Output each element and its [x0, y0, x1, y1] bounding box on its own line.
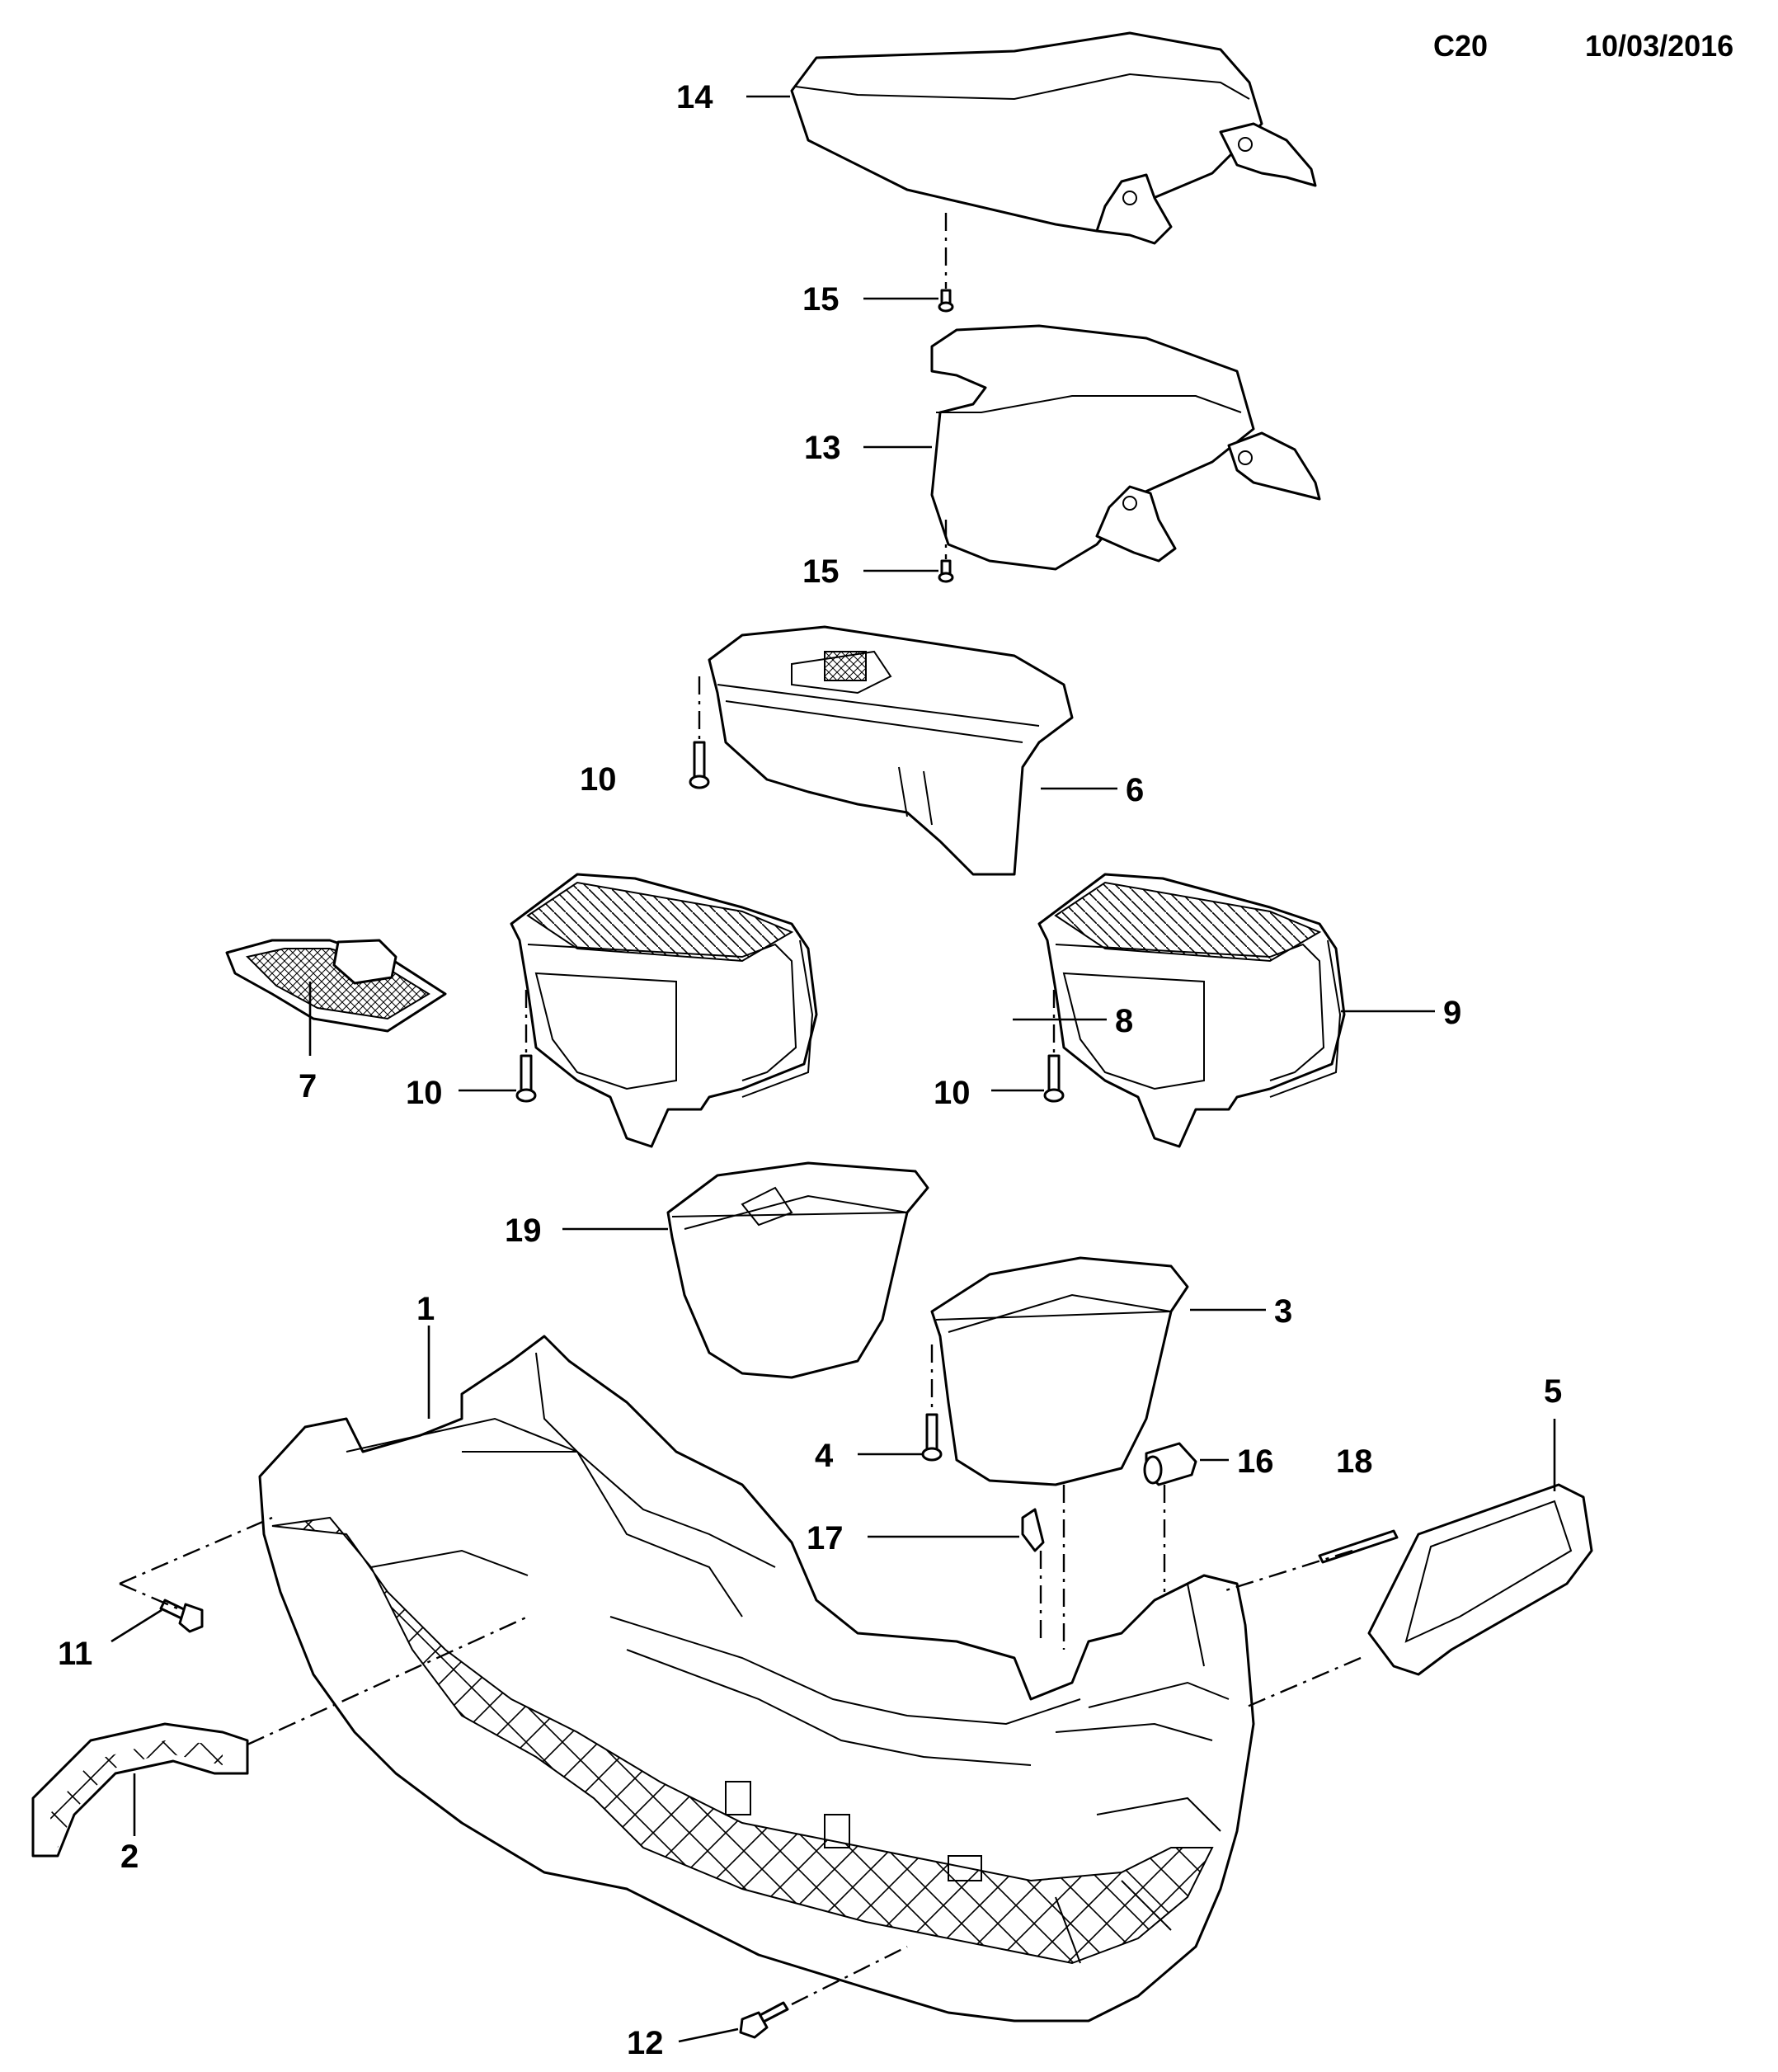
- part-10-screw-right: [1043, 1054, 1065, 1103]
- callout-18: 18: [1336, 1443, 1373, 1480]
- callout-10-tray: 10: [580, 761, 617, 798]
- part-12-screw: [739, 2001, 789, 2039]
- callout-17: 17: [807, 1520, 844, 1556]
- callout-16: 16: [1237, 1443, 1274, 1480]
- part-9-compartment: [1037, 873, 1346, 1148]
- callout-2: 2: [120, 1839, 139, 1875]
- callout-13: 13: [804, 430, 841, 466]
- callout-6: 6: [1126, 772, 1144, 808]
- callout-12: 12: [627, 2025, 664, 2061]
- part-16-bushing: [1143, 1442, 1197, 1486]
- part-5-end-cap: [1367, 1483, 1593, 1676]
- part-7-insert-mat: [225, 939, 447, 1033]
- callout-9: 9: [1443, 995, 1461, 1031]
- part-10-screw-tray: [689, 741, 710, 789]
- callout-19: 19: [505, 1213, 542, 1249]
- callout-10-right: 10: [934, 1075, 971, 1111]
- callout-7: 7: [299, 1068, 317, 1104]
- callout-15-upper: 15: [802, 281, 840, 318]
- part-8-compartment: [510, 873, 818, 1148]
- part-10-screw-left: [515, 1054, 537, 1103]
- part-11-screw: [159, 1599, 204, 1633]
- callout-1: 1: [416, 1291, 435, 1327]
- diagram-date: 10/03/2016: [1585, 29, 1733, 63]
- callout-4: 4: [815, 1438, 834, 1474]
- part-3-bin: [930, 1256, 1189, 1486]
- callout-3: 3: [1274, 1293, 1292, 1330]
- part-4-screw: [921, 1413, 943, 1462]
- part-14-armrest: [790, 31, 1317, 245]
- part-17-clip: [1021, 1508, 1045, 1552]
- part-18-pin: [1318, 1529, 1399, 1564]
- callout-11: 11: [58, 1636, 92, 1672]
- part-1-console-base: [258, 1335, 1255, 2023]
- part-13-armrest: [930, 324, 1321, 571]
- part-6-storage-tray: [708, 625, 1074, 876]
- part-19-bin: [666, 1161, 929, 1379]
- diagram-code: C20: [1433, 29, 1488, 63]
- callout-15-lower: 15: [802, 553, 840, 590]
- callout-8: 8: [1115, 1003, 1133, 1039]
- callout-5: 5: [1544, 1373, 1562, 1410]
- part-2-side-trim: [31, 1722, 249, 1858]
- callout-14: 14: [676, 79, 713, 115]
- part-15-screw-upper: [938, 289, 954, 313]
- part-15-screw-lower: [938, 559, 954, 583]
- callout-10-left: 10: [406, 1075, 443, 1111]
